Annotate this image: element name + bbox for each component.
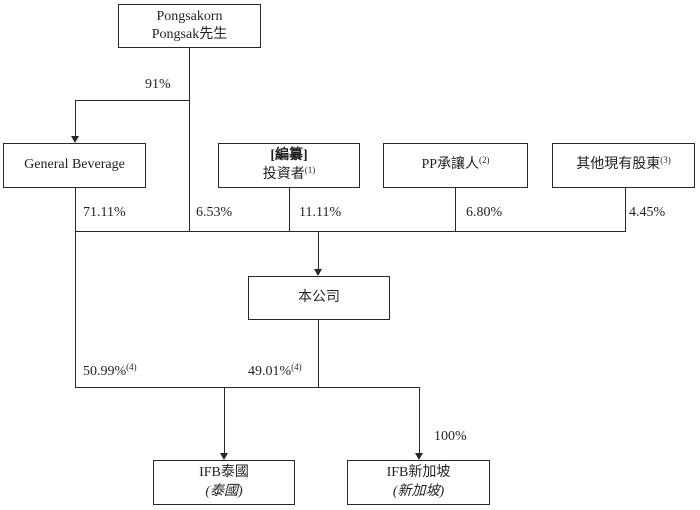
label-pct-49-01: 49.01%(4) (248, 362, 302, 380)
label-pct-11-11: 11.11% (299, 205, 342, 220)
node-investors-line1: [編纂] (270, 148, 308, 164)
node-investors-line2: 投資者(1) (262, 164, 316, 182)
edge-company-down-line (318, 320, 319, 387)
node-ifb-singapore-line2: (新加坡) (392, 483, 445, 499)
arrowhead-into-ifb-thailand (220, 453, 228, 460)
node-pp-transferee-label: PP承讓人(2) (421, 155, 490, 173)
node-investors: [編纂] 投資者(1) (218, 143, 360, 188)
node-pp-transferee: PP承讓人(2) (383, 143, 528, 188)
edge-investors-drop-line (289, 188, 290, 231)
node-company-label: 本公司 (298, 289, 340, 305)
arrowhead-into-ifb-singapore (415, 453, 423, 460)
edge-general-beverage-down-line (75, 188, 76, 387)
label-pct-4-45: 4.45% (629, 205, 666, 220)
subsidiary-bus-line (75, 387, 420, 388)
footnote-1-marker: (1) (304, 164, 316, 175)
label-pct-50-99: 50.99%(4) (83, 362, 137, 380)
edge-pongsakorn-to-general-beverage-drop-line (75, 100, 76, 137)
label-pct-6-80: 6.80% (466, 205, 503, 220)
footnote-2-marker: (2) (479, 155, 490, 166)
node-other-shareholders-label: 其他現有股東(3) (576, 155, 671, 173)
node-pongsakorn-line2: Pongsak先生 (151, 27, 228, 42)
node-pongsakorn-line1: Pongsakorn (156, 8, 223, 24)
arrowhead-into-general-beverage (71, 136, 79, 143)
label-pct-6-53: 6.53% (196, 205, 233, 220)
edge-to-ifb-thailand-line (224, 387, 225, 454)
edge-bus-to-company-line (318, 231, 319, 270)
node-other-shareholders: 其他現有股東(3) (552, 143, 695, 188)
edge-to-ifb-singapore-line (419, 387, 420, 454)
edge-pp-transferee-drop-line (455, 188, 456, 231)
node-pongsakorn: Pongsakorn Pongsak先生 (118, 4, 261, 48)
node-ifb-thailand-line1: IFB泰國 (199, 465, 249, 481)
arrowhead-into-company (314, 269, 322, 276)
node-ifb-thailand: IFB泰國 (泰國) (153, 460, 295, 505)
footnote-4-marker: (4) (126, 362, 137, 372)
label-pct-71-11: 71.11% (83, 205, 126, 220)
edge-pongsakorn-to-general-beverage-line (75, 100, 190, 101)
footnote-4-marker: (4) (291, 362, 302, 372)
node-general-beverage-label: General Beverage (24, 157, 125, 173)
edge-other-shareholders-drop-line (625, 188, 626, 231)
shareholder-bus-line (75, 231, 626, 232)
node-general-beverage: General Beverage (3, 143, 146, 188)
edge-pongsakorn-to-company-line (189, 48, 190, 231)
node-ifb-thailand-line2: (泰國) (205, 483, 243, 499)
label-pct-91: 91% (145, 77, 171, 92)
footnote-3-marker: (3) (660, 155, 671, 166)
label-pct-100: 100% (434, 429, 467, 444)
node-ifb-singapore-line1: IFB新加坡 (386, 465, 451, 481)
node-company: 本公司 (248, 276, 390, 320)
node-ifb-singapore: IFB新加坡 (新加坡) (347, 460, 490, 505)
